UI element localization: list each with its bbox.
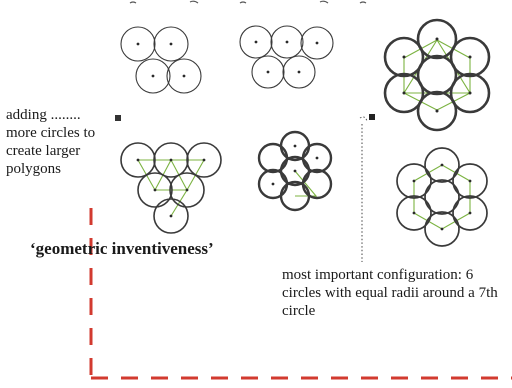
circle-group-seven-bold xyxy=(383,18,491,132)
red-dashed-frame xyxy=(89,208,512,380)
configuration-note: most important configuration: 6 circles … xyxy=(282,267,498,319)
adding-note-dots: ........ xyxy=(50,107,81,123)
configuration-connector xyxy=(359,114,375,262)
adding-circles-note: adding ........ more circles to create l… xyxy=(6,106,126,178)
circle-group-seven-dark xyxy=(257,130,333,212)
circle-group-five xyxy=(239,25,334,89)
adding-note-rest: more circles to create larger polygons xyxy=(6,125,96,177)
adding-marker xyxy=(115,115,121,121)
cropped-heading-strokes xyxy=(129,0,367,4)
circle-group-six-triangles xyxy=(120,142,222,234)
adding-note-lead: adding xyxy=(6,107,47,123)
geometric-inventiveness-label: ‘geometric inventiveness’ xyxy=(30,239,214,258)
circle-group-four xyxy=(120,26,202,94)
circle-group-seven-light xyxy=(396,147,488,247)
